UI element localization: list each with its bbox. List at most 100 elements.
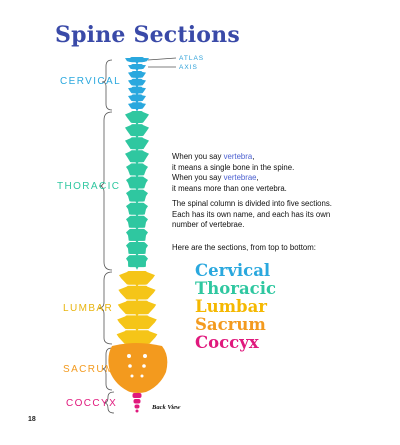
page-number: 18 — [28, 416, 36, 423]
thoracic-vertebra — [125, 124, 149, 139]
cervical-vertebra — [128, 71, 146, 81]
para2-line2: Each has its own name, and each has its … — [172, 209, 331, 219]
thoracic-vertebra — [125, 150, 149, 166]
intro-line4: it means more than one vertebra. — [172, 183, 287, 193]
cervical-vertebra — [128, 78, 146, 89]
cervical-vertebra — [128, 94, 146, 104]
coccyx-segment — [134, 404, 140, 409]
page-title: Spine Sections — [55, 22, 240, 48]
intro-paragraph: When you say vertebra, it means a single… — [172, 152, 372, 194]
cervical-vertebra-spinous — [135, 92, 139, 97]
atlas-vertebra-spinous — [135, 61, 139, 65]
sections-intro: Here are the sections, from top to botto… — [172, 243, 316, 252]
coccyx-label: COCCYX — [66, 398, 118, 409]
lumbar-vertebra-body — [125, 315, 149, 330]
thoracic-vertebra — [126, 163, 148, 179]
thoracic-vertebra-body — [130, 124, 144, 137]
lumbar-vertebra — [119, 271, 155, 288]
sacral-foramen — [142, 364, 146, 368]
thoracic-vertebra-spinous — [135, 226, 139, 231]
thoracic-vertebra — [126, 255, 148, 270]
axis-vertebra-spinous — [135, 68, 139, 72]
thoracic-vertebra-spinous — [135, 200, 139, 205]
term-vertebra: vertebra — [223, 152, 253, 161]
cervical-vertebra-body — [131, 86, 143, 94]
section-thoracic: Thoracic — [195, 279, 277, 298]
coccyx-segment — [132, 393, 142, 398]
coccyx-segment — [135, 409, 139, 413]
intro-line1-pre: When you say — [172, 152, 224, 161]
thoracic-vertebra-body — [129, 176, 145, 189]
thoracic-vertebra — [126, 228, 148, 244]
thoracic-vertebra-body — [128, 242, 146, 254]
thoracic-vertebra-body — [130, 163, 144, 176]
thoracic-vertebra-spinous — [135, 134, 139, 139]
cervical-vertebra-spinous — [135, 100, 139, 104]
thoracic-vertebra-body — [130, 137, 144, 150]
intro-line3-pre: When you say — [172, 173, 224, 182]
thoracic-vertebra-spinous — [135, 213, 139, 218]
thoracic-vertebra — [126, 189, 148, 205]
coccyx-bracket — [103, 391, 115, 414]
thoracic-vertebra — [126, 215, 148, 231]
thoracic-vertebra — [126, 202, 148, 218]
axis-label: AXIS — [179, 64, 198, 71]
sacral-foramen — [143, 354, 147, 358]
intro-line3-post: , — [256, 173, 259, 182]
thoracic-vertebra-body — [128, 228, 146, 241]
sacral-foramen — [130, 374, 134, 378]
cervical-vertebra-spinous — [135, 76, 139, 81]
cervical-bracket — [101, 59, 113, 111]
thoracic-bracket — [98, 111, 113, 271]
lumbar-vertebra-body — [125, 300, 149, 315]
section-lumbar: Lumbar — [195, 297, 267, 316]
lumbar-vertebra-spinous — [135, 298, 139, 303]
sacrum-bracket — [101, 347, 113, 391]
thoracic-vertebra — [126, 242, 148, 257]
atlas-vertebra-body — [130, 57, 144, 63]
section-cervical: Cervical — [195, 261, 271, 280]
thoracic-vertebra-body — [129, 215, 145, 228]
sections-list: Cervical Thoracic Lumbar Sacrum Coccyx — [195, 262, 276, 352]
lumbar-vertebra-body — [126, 285, 148, 300]
axis-vertebra-body — [131, 64, 143, 70]
cervical-label: CERVICAL — [60, 76, 122, 87]
para2-line3: number of vertebrae. — [172, 220, 245, 229]
thoracic-vertebra-spinous — [135, 148, 139, 152]
lumbar-label: LUMBAR — [63, 303, 114, 314]
lumbar-vertebra — [118, 285, 156, 303]
thoracic-vertebra-spinous — [135, 252, 139, 257]
atlas-vertebra — [125, 57, 149, 65]
section-coccyx: Coccyx — [195, 333, 259, 352]
cervical-vertebra-body — [131, 94, 143, 102]
thoracic-vertebra-body — [131, 111, 143, 123]
cervical-vertebra-body — [131, 71, 143, 78]
lumbar-bracket — [98, 271, 113, 345]
lumbar-vertebra-spinous — [135, 313, 139, 318]
cervical-vertebra-body — [131, 78, 143, 86]
section-sacrum: Sacrum — [195, 315, 266, 334]
lumbar-vertebra-body — [124, 330, 150, 344]
sections-paragraph: The spinal column is divided into five s… — [172, 199, 372, 231]
cervical-vertebra-spinous — [135, 107, 139, 112]
lumbar-vertebra-spinous — [135, 283, 139, 288]
cervical-vertebra-spinous — [135, 84, 139, 89]
lumbar-vertebra — [117, 315, 157, 332]
atlas-pointer — [147, 57, 177, 61]
coccyx-bone — [132, 393, 142, 413]
thoracic-vertebra-spinous — [135, 239, 139, 244]
thoracic-vertebra-body — [129, 202, 145, 215]
cervical-vertebra-body — [131, 102, 143, 109]
vertebrae-group — [116, 57, 158, 347]
axis-vertebra — [128, 64, 146, 72]
intro-line2: it means a single bone in the spine. — [172, 162, 295, 172]
thoracic-vertebra-body — [129, 189, 145, 202]
thoracic-vertebra-spinous — [135, 187, 139, 192]
thoracic-vertebra-spinous — [135, 121, 139, 126]
term-vertebrae: vertebrae — [223, 173, 257, 182]
sacral-foramen — [140, 374, 144, 378]
thoracic-vertebra — [125, 137, 149, 152]
thoracic-vertebra-body — [128, 255, 146, 268]
thoracic-label: THORACIC — [57, 181, 121, 192]
